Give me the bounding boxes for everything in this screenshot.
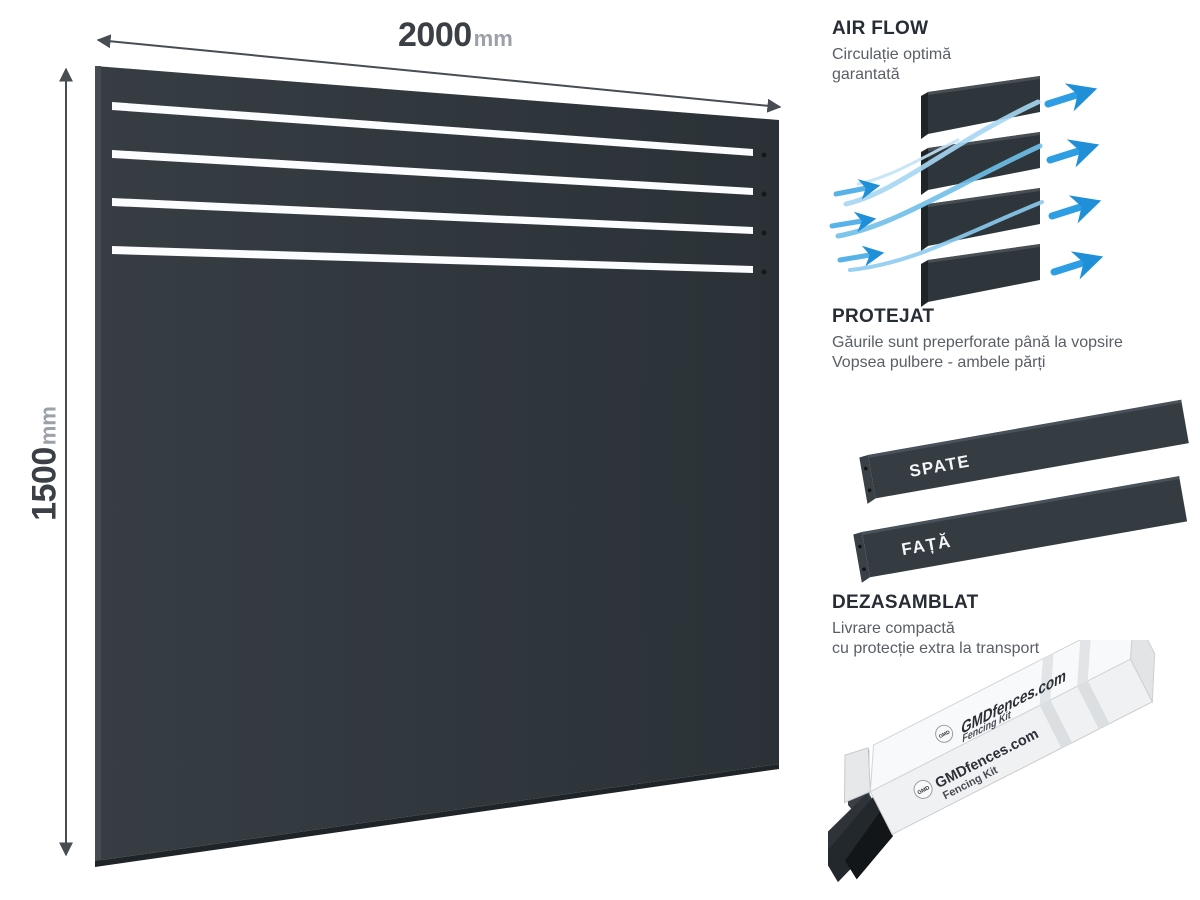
- gmd-logo-icon: [935, 724, 954, 743]
- flow-arrow-icon: [833, 179, 881, 200]
- flow-arrow-icon: [1048, 195, 1102, 224]
- height-unit: mm: [35, 406, 61, 446]
- width-dimension-label: 2000 mm: [398, 16, 513, 55]
- airflow-slat: [921, 76, 1040, 139]
- feature-disassembled-desc-line2: cu protecție extra la transport: [832, 639, 1040, 657]
- height-dimension-label: 1500 mm: [26, 391, 65, 537]
- panel-left-edge: [95, 66, 101, 861]
- feature-air-flow: AIR FLOW Circulație optimă garantată: [832, 18, 1194, 84]
- fence-panel: [95, 66, 779, 867]
- airflow-slat: [921, 244, 1040, 307]
- package-box: GMD GMDfences.com Fencing Kit GMD GMDfen…: [828, 640, 1156, 883]
- screw-hole: [761, 230, 767, 236]
- screw-hole: [761, 191, 767, 197]
- flow-arrow-icons: [1044, 83, 1104, 280]
- fence-panel-illustration: [59, 34, 782, 867]
- flow-arrow-icon: [1044, 83, 1098, 112]
- flow-arrow-icon: [829, 211, 877, 233]
- slat-back: SPATE: [859, 399, 1189, 504]
- slat-front: FAȚĂ: [853, 476, 1188, 583]
- feature-disassembled-desc-line1: Livrare compactă: [832, 620, 955, 637]
- gmd-logo-text: GMD: [917, 785, 931, 796]
- package-straps: [1039, 640, 1110, 749]
- feature-protected: PROTEJAT Găurile sunt preperforate până …: [832, 306, 1194, 372]
- airflow-slats: [921, 76, 1040, 307]
- gmd-logo-text: GMD: [938, 729, 951, 740]
- width-dimension-arrow: [96, 34, 782, 113]
- flow-arrow-icon: [1046, 139, 1100, 168]
- gmd-logo-icon: [913, 779, 933, 799]
- width-unit: mm: [473, 26, 513, 51]
- feature-protected-title: PROTEJAT: [832, 306, 935, 327]
- package-illustration: GMD GMDfences.com Fencing Kit GMD GMDfen…: [828, 640, 1156, 883]
- airflow-slat: [921, 188, 1040, 251]
- vent-slit: [112, 198, 753, 234]
- package-end-face: [1130, 640, 1156, 704]
- panel-bottom-edge: [95, 764, 779, 867]
- width-value: 2000: [398, 16, 472, 54]
- package-flap: [843, 747, 871, 804]
- height-value: 1500: [25, 447, 64, 521]
- vent-slit: [112, 246, 753, 273]
- feature-air-flow-desc-line1: Circulație optimă: [832, 46, 952, 63]
- feature-disassembled: DEZASAMBLAT Livrare compactă cu protecți…: [832, 592, 1194, 658]
- screw-hole: [761, 152, 767, 158]
- screw-hole: [761, 269, 767, 275]
- airflow-illustration: [829, 76, 1104, 307]
- feature-disassembled-title: DEZASAMBLAT: [832, 592, 979, 613]
- feature-protected-desc-line1: Găurile sunt preperforate până la vopsir…: [832, 334, 1123, 351]
- slats-illustration: SPATE FAȚĂ: [853, 399, 1189, 583]
- flow-arrow-icon: [1050, 251, 1104, 280]
- feature-air-flow-desc-line2: garantată: [832, 65, 900, 83]
- flow-arrow-icon: [837, 245, 885, 267]
- flow-inlet-icons: [829, 179, 885, 267]
- airflow-slat: [921, 132, 1040, 195]
- packed-slats: [828, 793, 894, 883]
- feature-air-flow-title: AIR FLOW: [832, 18, 929, 39]
- vent-slit: [112, 150, 753, 195]
- vent-slit: [112, 102, 753, 156]
- feature-protected-desc-line2: Vopsea pulbere - ambele părți: [832, 353, 1046, 371]
